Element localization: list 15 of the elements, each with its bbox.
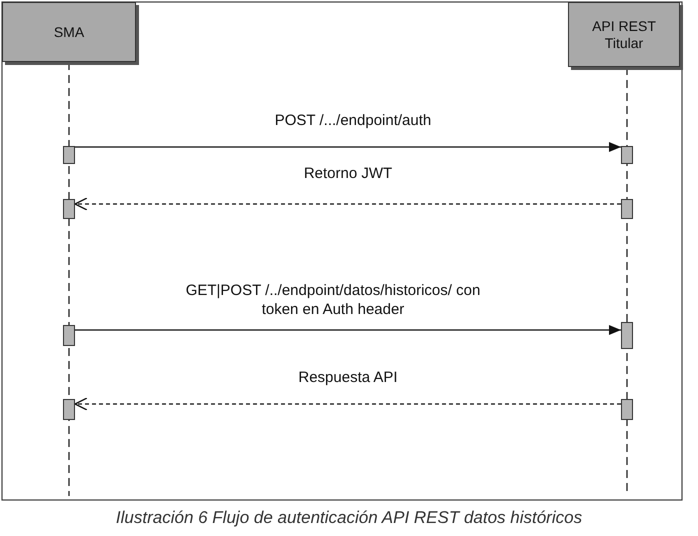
activation-bar xyxy=(63,199,75,219)
activation-bar xyxy=(621,146,633,164)
activation-bar xyxy=(63,325,75,346)
activation-bar xyxy=(63,146,75,164)
message-arrow xyxy=(74,397,621,411)
activation-bar xyxy=(621,399,633,420)
participant-box: API REST Titular xyxy=(568,2,680,67)
activation-bar xyxy=(63,399,75,420)
activation-bar xyxy=(621,199,633,219)
message-arrow xyxy=(75,325,621,335)
message-arrow xyxy=(75,142,621,152)
activation-bar xyxy=(621,322,633,349)
participant-box: SMA xyxy=(2,2,136,62)
figure-caption: Ilustración 6 Flujo de autenticación API REST datos históricos xyxy=(114,508,584,528)
message-arrow xyxy=(74,197,621,211)
